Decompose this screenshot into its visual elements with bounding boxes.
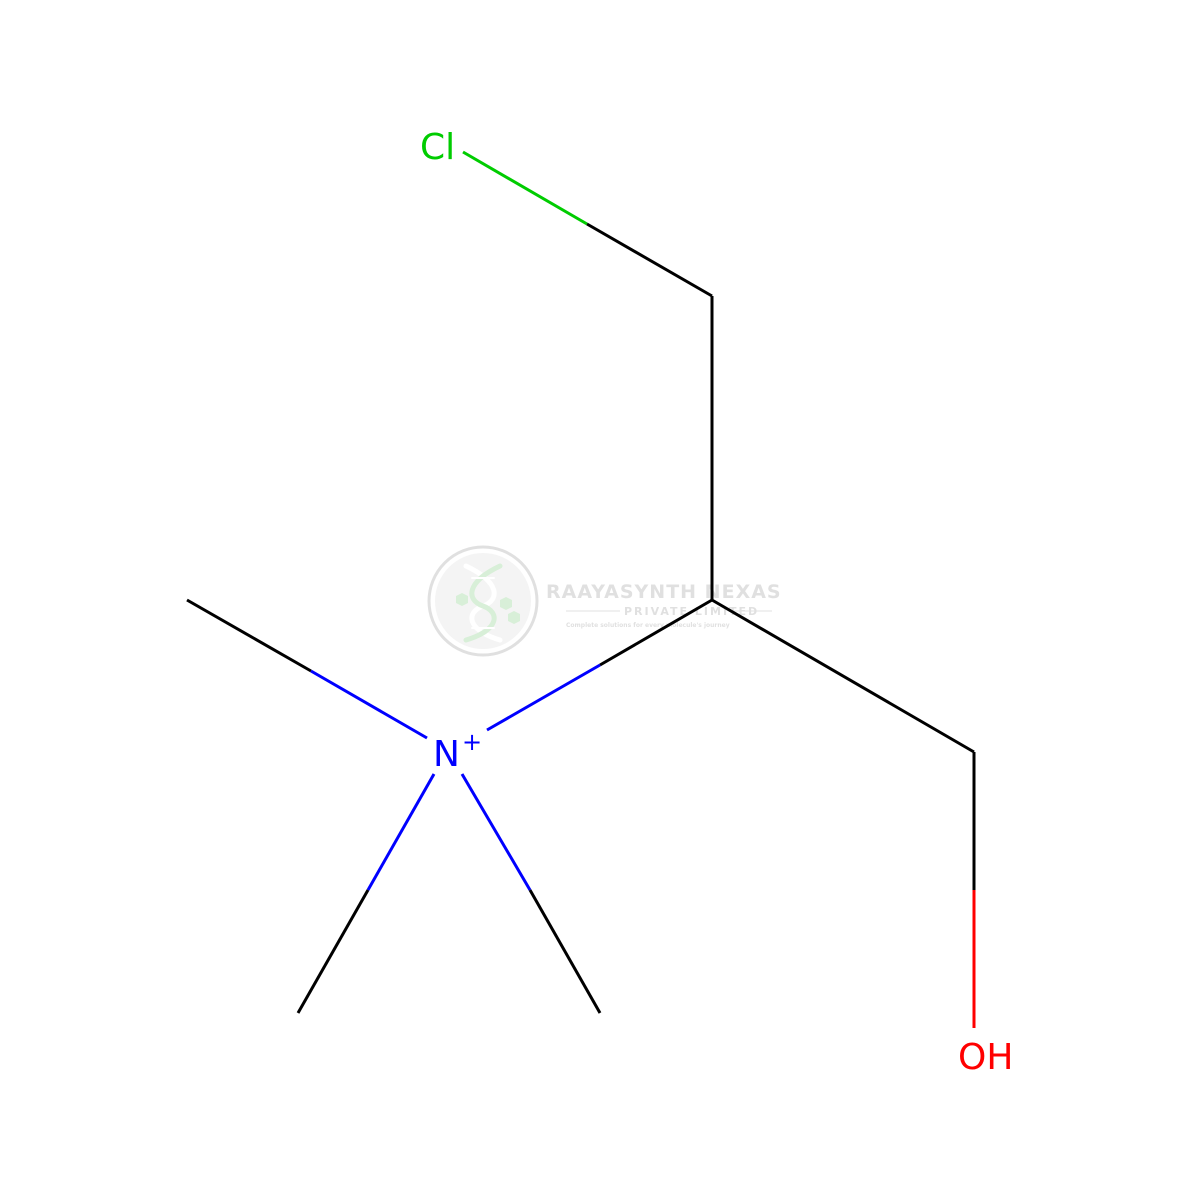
watermark-title: RAAYASYNTH NEXAS — [546, 581, 782, 603]
dna-helix-icon — [463, 563, 503, 643]
watermark-logo-inner-disc — [435, 553, 531, 649]
bond-n-methyl2-black — [296, 889, 370, 1014]
bond-n-methyl3-black — [528, 889, 602, 1014]
bond-n-methyl3-blue — [460, 773, 532, 891]
atom-label-chlorine: Cl — [420, 127, 455, 168]
bond-n-methyl1-blue — [310, 669, 428, 740]
hexagon-cluster-icon — [456, 593, 520, 624]
bond-cl-c-black — [586, 222, 713, 298]
bond-n-methyl2-blue — [366, 773, 436, 891]
bond-c-n-blue — [486, 663, 601, 732]
watermark-logo-outer-ring — [427, 545, 539, 657]
watermark-tagline: Complete solutions for every molecule's … — [566, 622, 730, 629]
atom-label-hydroxyl: OH — [958, 1037, 1013, 1078]
atom-label-nitrogen: N — [433, 734, 460, 775]
atom-charge-nitrogen: + — [462, 728, 482, 756]
bond-c-n-black — [599, 598, 713, 667]
watermark: RAAYASYNTH NEXAS PRIVATE LIMITED Complet… — [427, 545, 782, 657]
bonds — [186, 150, 976, 1028]
bond-cl-c-green — [462, 150, 588, 226]
bond-n-methyl1-black — [186, 598, 312, 673]
bond-c-c-right — [711, 598, 975, 754]
